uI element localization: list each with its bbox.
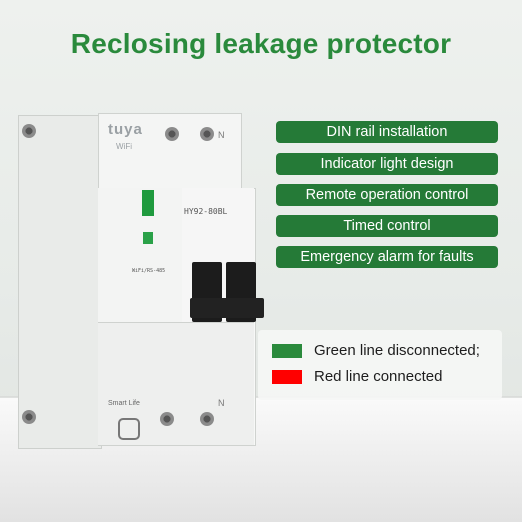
screw-icon: [200, 127, 214, 141]
legend-label: Green line disconnected;: [314, 342, 480, 359]
screw-icon: [165, 127, 179, 141]
screw-icon: [22, 124, 36, 138]
neutral-label: N: [218, 398, 225, 408]
toggle-bar[interactable]: [190, 298, 264, 318]
legend: Green line disconnected; Red line connec…: [258, 330, 502, 400]
status-light-icon: [143, 232, 153, 244]
legend-swatch: [272, 369, 302, 384]
smart-life-label: Smart Life: [108, 400, 140, 407]
feature-remote-control: Remote operation control: [276, 184, 498, 206]
lower-panel: [98, 322, 254, 445]
status-indicator-green: [142, 190, 154, 216]
page-title: Reclosing leakage protector: [70, 28, 452, 59]
feature-din-rail: DIN rail installation: [276, 121, 498, 143]
neutral-label: N: [218, 130, 225, 140]
feature-fault-alarm: Emergency alarm for faults: [276, 246, 498, 268]
screw-icon: [22, 410, 36, 424]
feature-timed-control: Timed control: [276, 215, 498, 237]
screw-icon: [160, 412, 174, 426]
legend-label: Red line connected: [314, 368, 443, 385]
model-number: HY92-80BL: [184, 207, 228, 216]
brand-logo: tuya: [108, 121, 143, 138]
legend-swatch: [272, 343, 302, 358]
model-code-label: WiFi/RS-485: [132, 268, 166, 274]
home-app-icon: [118, 418, 140, 440]
din-rail-clip: [18, 115, 102, 449]
legend-item-red: Red line connected: [272, 368, 442, 385]
feature-indicator-light: Indicator light design: [276, 153, 498, 175]
wifi-label: WiFi: [116, 142, 132, 151]
wifi-module-top: [98, 113, 242, 193]
legend-item-green: Green line disconnected;: [272, 342, 480, 359]
screw-icon: [200, 412, 214, 426]
